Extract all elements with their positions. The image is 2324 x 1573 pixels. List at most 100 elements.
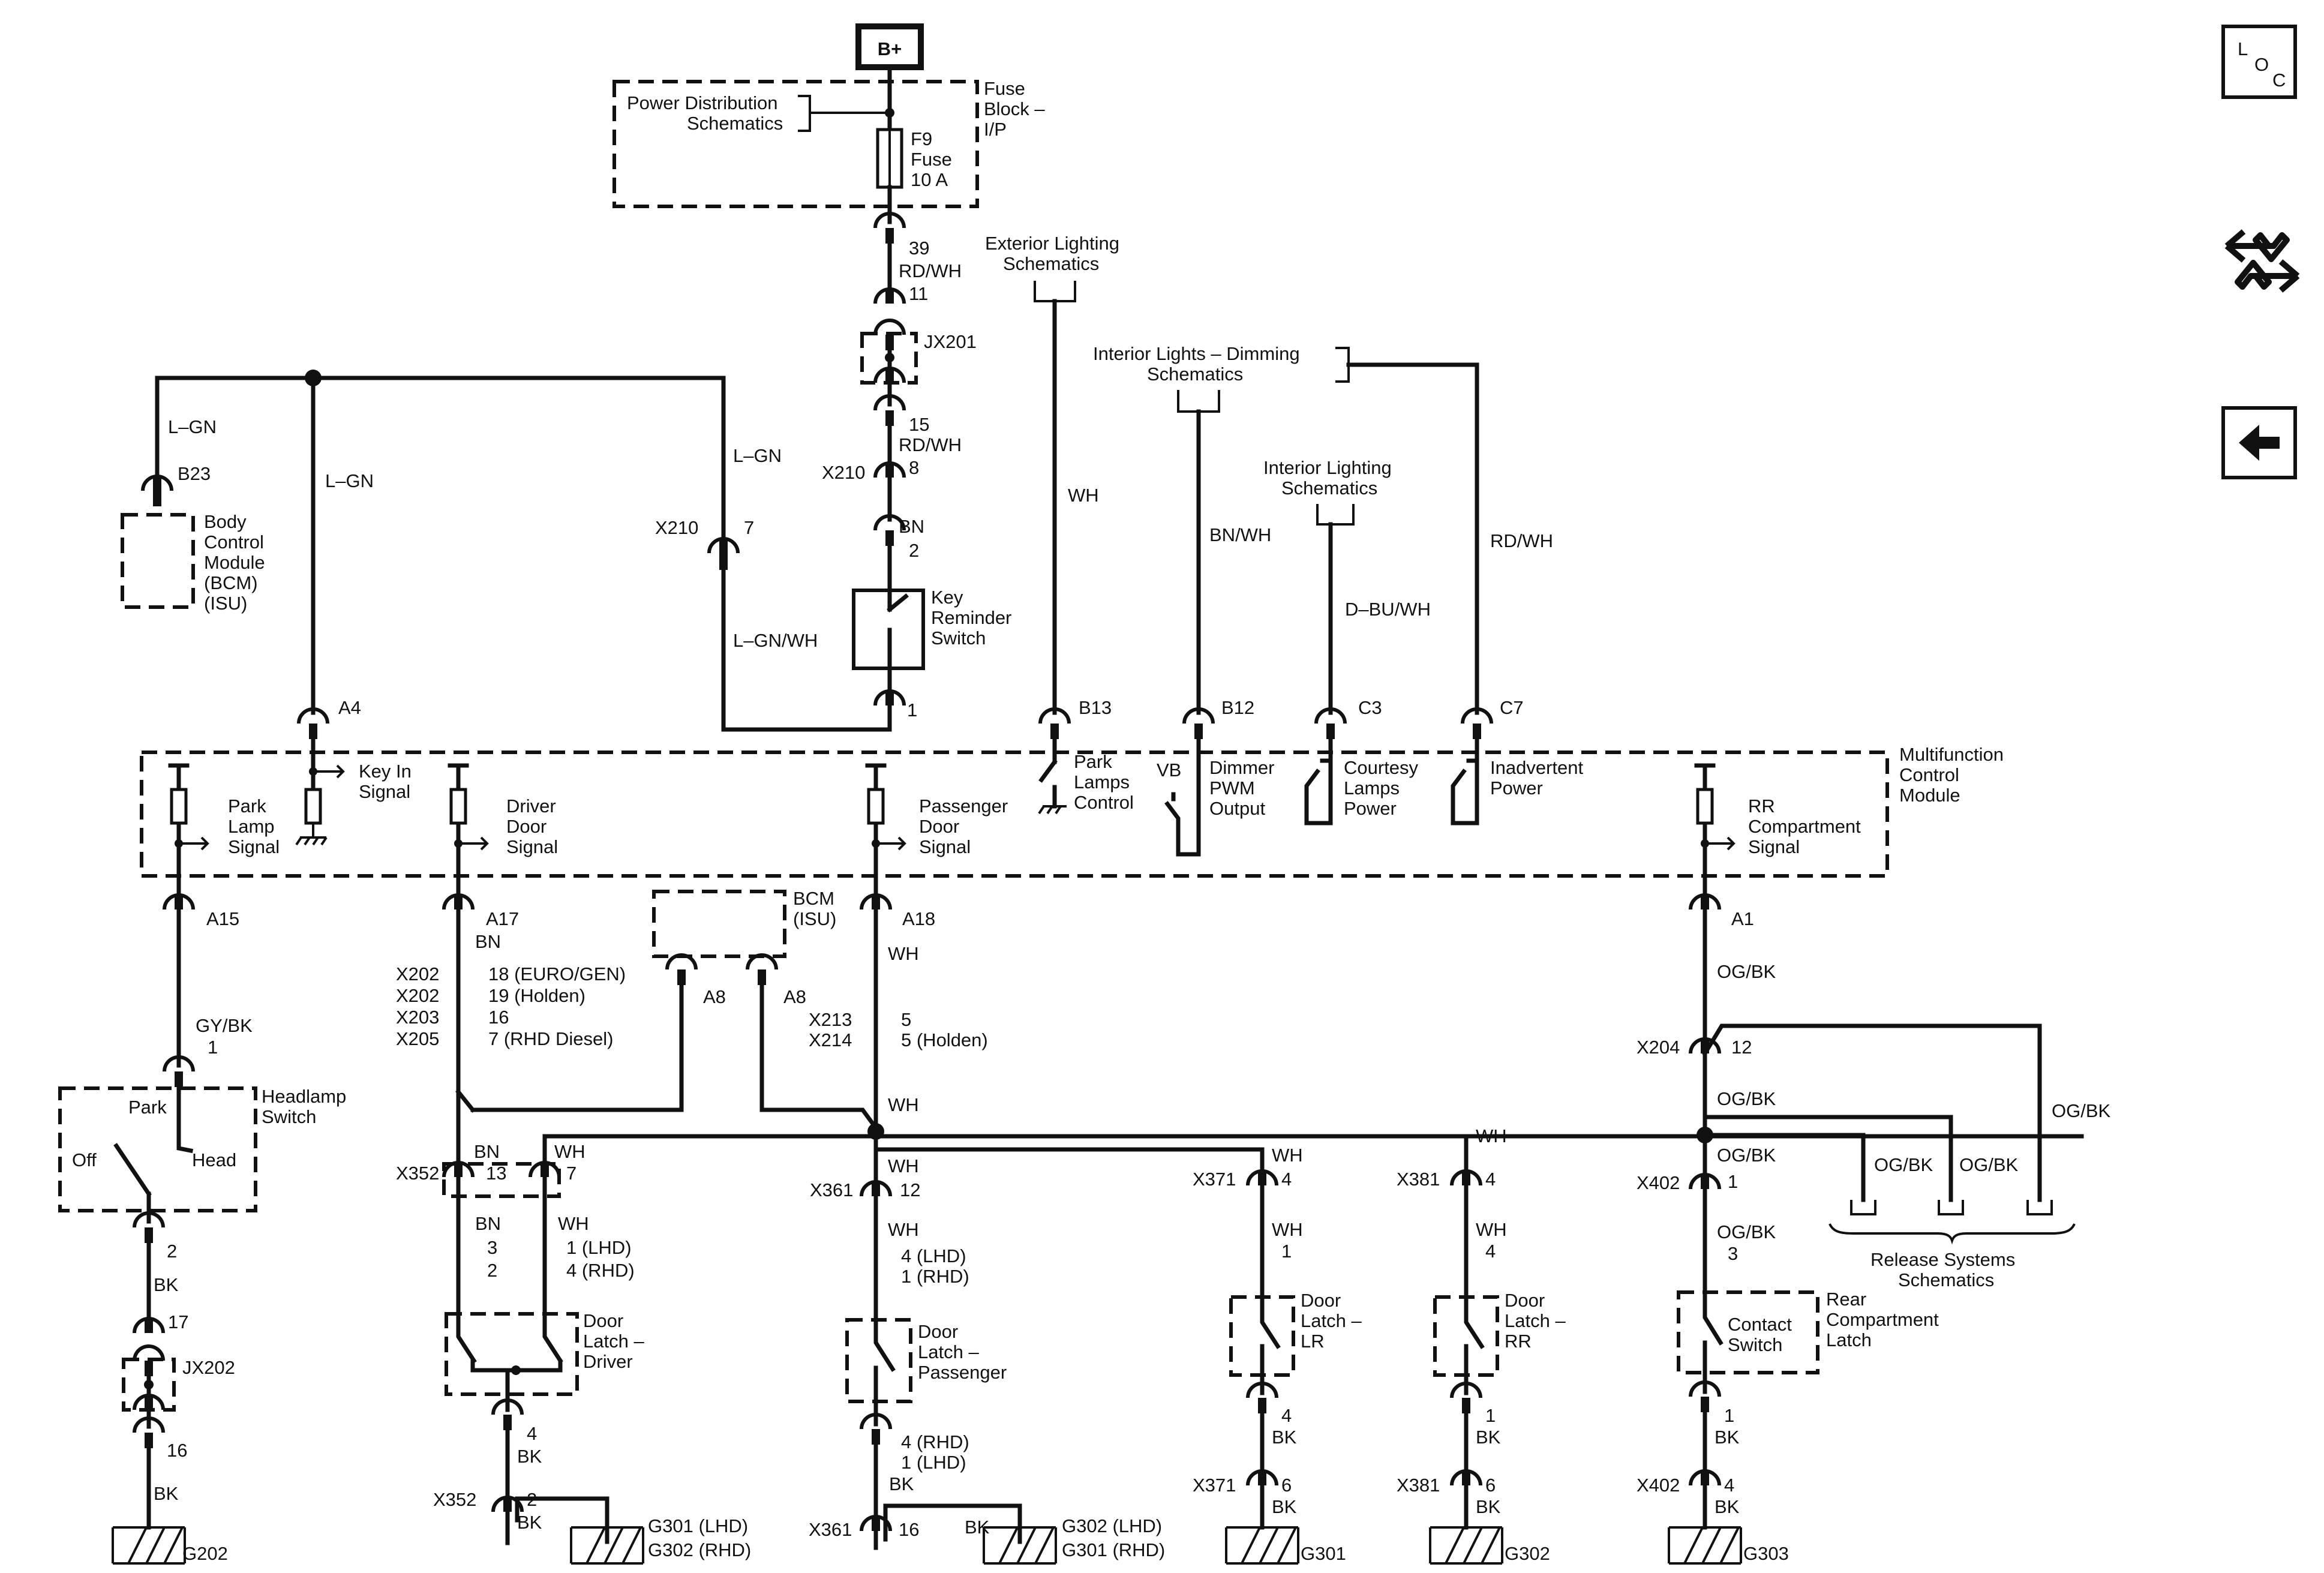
svg-text:Control: Control bbox=[1899, 764, 1959, 785]
svg-text:5: 5 bbox=[901, 1009, 911, 1030]
pds-reference[interactable]: Power Distribution Schematics bbox=[627, 92, 890, 134]
svg-text:Door: Door bbox=[506, 816, 547, 837]
svg-text:Park: Park bbox=[128, 1097, 167, 1118]
svg-text:BN: BN bbox=[475, 1213, 501, 1234]
door-latch-passenger: Door Latch – Passenger bbox=[845, 1318, 1007, 1404]
svg-text:3: 3 bbox=[487, 1237, 497, 1258]
svg-text:C3: C3 bbox=[1358, 697, 1382, 718]
svg-text:Interior Lights – Dimming: Interior Lights – Dimming bbox=[1093, 343, 1300, 364]
svg-text:Exterior Lighting: Exterior Lighting bbox=[985, 233, 1119, 254]
svg-text:RD/WH: RD/WH bbox=[899, 260, 962, 281]
svg-text:BCM: BCM bbox=[793, 888, 834, 909]
svg-text:X202: X202 bbox=[396, 985, 439, 1006]
svg-text:A1: A1 bbox=[1731, 908, 1754, 929]
mcm-park-lamp-signal: Park Lamp Signal bbox=[168, 763, 280, 896]
svg-text:4 (RHD): 4 (RHD) bbox=[566, 1260, 635, 1281]
svg-text:Control: Control bbox=[1074, 792, 1134, 813]
svg-text:Door: Door bbox=[919, 816, 959, 837]
svg-text:Schematics: Schematics bbox=[1147, 364, 1243, 385]
loc-button[interactable]: L O C bbox=[2221, 25, 2297, 99]
svg-text:RR: RR bbox=[1748, 795, 1775, 816]
svg-text:X203: X203 bbox=[396, 1007, 439, 1028]
swap-arrows-button[interactable] bbox=[2224, 229, 2300, 293]
svg-text:BK: BK bbox=[1715, 1496, 1740, 1517]
svg-text:GY/BK: GY/BK bbox=[196, 1015, 253, 1036]
svg-text:11: 11 bbox=[909, 283, 928, 304]
svg-text:16: 16 bbox=[167, 1440, 187, 1461]
svg-text:12: 12 bbox=[1731, 1037, 1752, 1058]
svg-text:Door: Door bbox=[1505, 1290, 1545, 1311]
svg-text:X381: X381 bbox=[1397, 1475, 1440, 1496]
svg-text:16: 16 bbox=[488, 1007, 509, 1028]
svg-text:A15: A15 bbox=[206, 908, 239, 929]
svg-text:2: 2 bbox=[909, 540, 919, 561]
svg-text:Key In: Key In bbox=[359, 761, 412, 782]
svg-text:3: 3 bbox=[1728, 1243, 1738, 1264]
mcm-inadvertent-power: Inadvertent Power bbox=[1451, 737, 1583, 825]
svg-text:C7: C7 bbox=[1500, 697, 1524, 718]
svg-text:BN: BN bbox=[474, 1141, 500, 1162]
svg-text:Control: Control bbox=[204, 532, 264, 553]
svg-text:LR: LR bbox=[1301, 1331, 1325, 1352]
svg-text:Compartment: Compartment bbox=[1826, 1309, 1939, 1330]
exterior-lighting-reference[interactable]: Exterior Lighting Schematics bbox=[985, 233, 1119, 302]
svg-text:X204: X204 bbox=[1637, 1037, 1680, 1058]
svg-text:WH: WH bbox=[888, 1094, 919, 1115]
svg-text:Off: Off bbox=[72, 1149, 97, 1170]
svg-text:5 (Holden): 5 (Holden) bbox=[901, 1029, 988, 1050]
dimming-reference[interactable]: Interior Lights – Dimming Schematics bbox=[1093, 343, 1350, 413]
svg-text:Output: Output bbox=[1209, 798, 1265, 819]
svg-text:1 (LHD): 1 (LHD) bbox=[566, 1237, 632, 1258]
svg-text:Park: Park bbox=[1074, 751, 1112, 772]
svg-text:Reminder: Reminder bbox=[931, 607, 1011, 628]
splice-jx201: JX201 bbox=[860, 331, 977, 385]
svg-text:X371: X371 bbox=[1193, 1169, 1236, 1190]
svg-text:Door: Door bbox=[583, 1310, 623, 1331]
fuse-f9: F9 Fuse 10 A bbox=[876, 128, 952, 190]
svg-text:JX202: JX202 bbox=[182, 1357, 235, 1378]
svg-text:Door: Door bbox=[918, 1321, 958, 1342]
back-button[interactable] bbox=[2221, 406, 2297, 479]
svg-text:X371: X371 bbox=[1193, 1475, 1236, 1496]
svg-text:1: 1 bbox=[1281, 1241, 1292, 1262]
interior-lighting-reference[interactable]: Interior Lighting Schematics bbox=[1263, 457, 1392, 526]
svg-text:OG/BK: OG/BK bbox=[1717, 1088, 1776, 1109]
svg-text:(ISU): (ISU) bbox=[204, 593, 247, 614]
svg-text:A17: A17 bbox=[486, 908, 519, 929]
release-systems-reference[interactable]: Release Systems Schematics bbox=[1828, 1191, 2076, 1290]
svg-text:6: 6 bbox=[1485, 1475, 1496, 1496]
svg-text:F9: F9 bbox=[911, 128, 932, 149]
svg-text:Signal: Signal bbox=[506, 836, 558, 857]
svg-text:Module: Module bbox=[1899, 785, 1960, 806]
svg-text:BK: BK bbox=[1715, 1427, 1740, 1448]
svg-text:Body: Body bbox=[204, 511, 247, 532]
svg-text:Latch: Latch bbox=[1826, 1329, 1872, 1350]
svg-text:2: 2 bbox=[487, 1260, 497, 1281]
svg-text:10 A: 10 A bbox=[911, 169, 948, 190]
svg-text:Lamps: Lamps bbox=[1074, 772, 1130, 792]
bcm-module: Body Control Module (BCM) (ISU) bbox=[121, 511, 265, 614]
svg-text:7: 7 bbox=[566, 1163, 577, 1184]
svg-text:1 (LHD): 1 (LHD) bbox=[901, 1452, 966, 1473]
svg-text:Power: Power bbox=[1490, 778, 1543, 798]
svg-text:OG/BK: OG/BK bbox=[1874, 1154, 1933, 1175]
svg-text:Head: Head bbox=[192, 1149, 236, 1170]
svg-text:Switch: Switch bbox=[931, 628, 986, 649]
svg-text:X213: X213 bbox=[809, 1009, 852, 1030]
svg-text:VB: VB bbox=[1157, 760, 1181, 781]
svg-text:BK: BK bbox=[154, 1483, 179, 1504]
svg-text:Lamps: Lamps bbox=[1344, 778, 1400, 798]
svg-text:Compartment: Compartment bbox=[1748, 816, 1861, 837]
svg-text:X205: X205 bbox=[396, 1028, 439, 1049]
svg-text:4 (RHD): 4 (RHD) bbox=[901, 1431, 969, 1452]
svg-text:4: 4 bbox=[1281, 1405, 1292, 1426]
svg-text:RD/WH: RD/WH bbox=[1490, 530, 1553, 551]
svg-text:Latch –: Latch – bbox=[1301, 1310, 1362, 1331]
mcm-driver-door-signal: Driver Door Signal bbox=[448, 763, 558, 896]
svg-text:WH: WH bbox=[888, 1155, 919, 1176]
svg-text:Park: Park bbox=[228, 795, 266, 816]
splice-jx202: JX202 bbox=[122, 1357, 235, 1412]
svg-text:X361: X361 bbox=[810, 1179, 853, 1200]
mcm-passenger-door-signal: Passenger Door Signal bbox=[865, 763, 1008, 896]
svg-text:X210: X210 bbox=[655, 517, 698, 538]
